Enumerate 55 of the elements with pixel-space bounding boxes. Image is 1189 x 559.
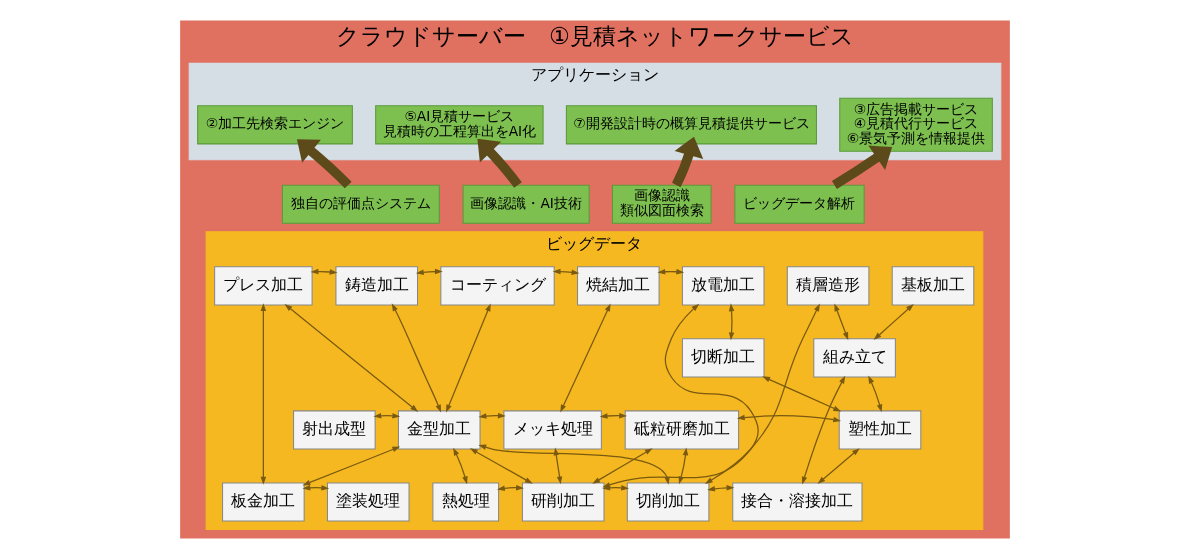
- arrow: [591, 448, 653, 484]
- node-box: 砥粒研磨加工: [624, 410, 739, 450]
- arrow: [310, 268, 337, 275]
- node-box: ⑦開発設計時の概算見積提供サービス: [565, 105, 817, 145]
- node-box: 鋳造加工: [334, 266, 418, 306]
- node-box: 画像認識・AI技術: [462, 184, 590, 224]
- arrow: [553, 447, 562, 485]
- node-box: 熱処理: [431, 482, 499, 522]
- arrow: [873, 304, 914, 340]
- node-box: 塗装処理: [326, 482, 410, 522]
- arrow: [833, 303, 848, 341]
- node-box: ビッグデータ解析: [733, 184, 865, 224]
- node-box: 射出成型: [292, 410, 376, 450]
- node-box: 積層造形: [786, 266, 869, 306]
- arrow: [478, 412, 506, 419]
- node-box: ③広告掲載サービス ④見積代行サービス ⑥景気予測を情報提供: [838, 97, 993, 152]
- node-box: プレス加工: [213, 266, 313, 306]
- arrow: [706, 485, 734, 492]
- node-box: 板金加工: [221, 482, 305, 522]
- node-box: 焼結加工: [576, 266, 660, 306]
- arrow: [736, 414, 841, 423]
- arrow: [301, 446, 400, 486]
- arrow: [284, 303, 418, 412]
- node-box: ②加工先検索エンジン: [196, 105, 353, 145]
- node-box: 接合・溶接加工: [731, 482, 863, 522]
- arrow: [817, 448, 860, 484]
- arrow: [831, 145, 892, 190]
- node-box: 基板加工: [891, 266, 974, 306]
- arrow: [260, 303, 266, 485]
- arrow: [728, 303, 734, 341]
- arrow: [761, 376, 841, 412]
- arrow: [704, 303, 820, 484]
- node-box: 金型加工: [397, 410, 481, 450]
- arrow: [867, 375, 882, 413]
- arrow: [296, 139, 352, 189]
- node-box: コーティング: [439, 266, 555, 306]
- arrow: [552, 268, 579, 275]
- node-box: メッキ処理: [502, 410, 602, 450]
- node-box: ⑤AI見積サービス 見積時の工程算出をAI化: [374, 105, 544, 145]
- node-box: 切断加工: [681, 338, 765, 378]
- node-box: 独自の評価点システム: [281, 184, 440, 224]
- node-box: 切削加工: [626, 482, 709, 522]
- node-box: 放電加工: [681, 266, 765, 306]
- arrow: [445, 303, 491, 413]
- arrow: [452, 447, 468, 485]
- node-box: 組み立て: [812, 338, 896, 378]
- arrow: [801, 375, 845, 485]
- node-box: 画像認識 類似図面検索: [611, 184, 712, 224]
- arrow: [391, 303, 441, 413]
- arrow: [559, 303, 611, 413]
- arrow: [469, 448, 533, 484]
- node-box: 塑性加工: [838, 410, 921, 450]
- arrow: [496, 484, 524, 491]
- arrow: [415, 268, 443, 275]
- node-box: 研削加工: [521, 482, 605, 522]
